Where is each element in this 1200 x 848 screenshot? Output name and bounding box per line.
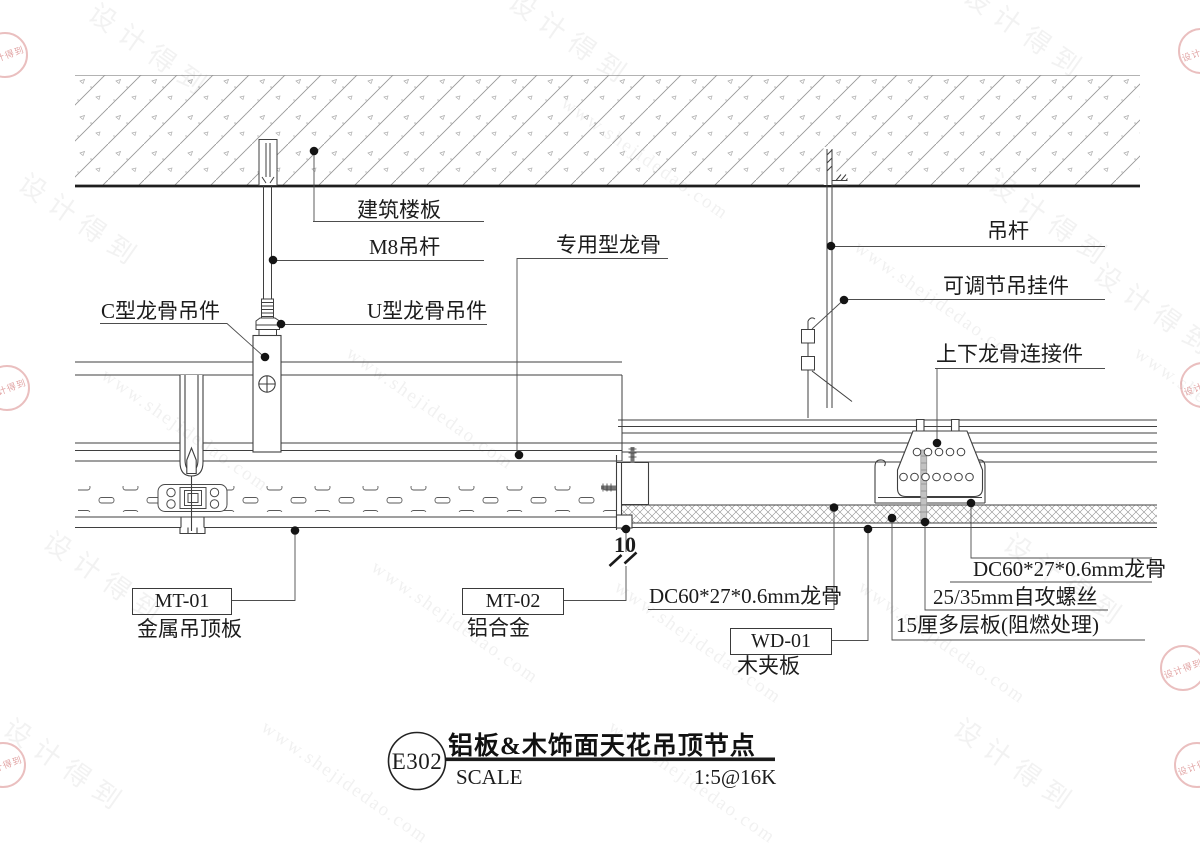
mt01-code-box: MT-01: [132, 588, 232, 615]
label-building-slab: 建筑楼板: [357, 198, 441, 222]
m8-rod-assembly: [255, 139, 280, 336]
wd01-code: WD-01: [751, 630, 811, 652]
screw-horizontal: [601, 483, 616, 492]
label-adjustable-hanger: 可调节吊挂件: [943, 274, 1069, 298]
label-mt01-name: 金属吊顶板: [137, 617, 242, 641]
expansion-anchor: [258, 139, 278, 186]
label-wd01-name: 木夹板: [737, 654, 800, 678]
scale-value: 1:5@16K: [694, 765, 777, 789]
hanger-rod-right: [823, 147, 848, 408]
detail-title: 铝板&木饰面天花吊顶节点: [448, 733, 756, 760]
wood-keel-layers: [618, 419, 1157, 463]
label-keel-connector: 上下龙骨连接件: [936, 342, 1083, 366]
concrete-slab: [75, 75, 1140, 188]
mt02-code: MT-02: [485, 590, 541, 612]
c-keel-hanger-strap: [179, 375, 204, 531]
leader-lines: [100, 151, 1152, 641]
gap-dimension-ticks: [608, 551, 638, 567]
label-c-type-keel-hanger: C型龙骨吊件: [101, 299, 221, 323]
connector-screw: [920, 449, 928, 523]
label-self-tapping-screw: 25/35mm自攻螺丝: [933, 585, 1098, 609]
label-dc60-keel-left: DC60*27*0.6mm龙骨: [649, 584, 843, 608]
title-block-graphics: [387, 731, 775, 791]
plywood-layer: [622, 504, 1157, 524]
gap-dimension-label: 10: [614, 532, 636, 557]
adjustable-hanger: [801, 317, 853, 418]
detail-number: E302: [391, 749, 443, 774]
label-plywood-15: 15厘多层板(阻燃处理): [896, 613, 1099, 637]
title-divider-line: [445, 757, 775, 762]
label-dc60-keel-right: DC60*27*0.6mm龙骨: [973, 557, 1167, 581]
label-mt02-name: 铝合金: [467, 616, 530, 640]
leader-dots: [260, 146, 976, 535]
scale-label: SCALE: [456, 765, 523, 789]
hex-nut: [255, 317, 280, 330]
u-hanger-bracket: [252, 334, 282, 453]
keel-connector-plate: [896, 418, 984, 498]
mt02-code-box: MT-02: [462, 588, 564, 615]
connector-holes: [899, 447, 974, 482]
label-special-keel: 专用型龙骨: [556, 233, 661, 257]
wd01-code-box: WD-01: [730, 628, 832, 655]
label-m8-hanger-rod: M8吊杆: [369, 235, 441, 259]
label-hanger-rod: 吊杆: [987, 219, 1029, 243]
special-keel-band: [75, 361, 623, 462]
aluminum-transition-profile: [615, 455, 650, 530]
carrier-clip: [157, 484, 228, 512]
screw-vertical: [628, 447, 637, 463]
mt01-code: MT-01: [154, 590, 210, 612]
ceiling-panel-lines: [75, 516, 1157, 535]
label-u-type-keel-hanger: U型龙骨吊件: [367, 299, 488, 323]
